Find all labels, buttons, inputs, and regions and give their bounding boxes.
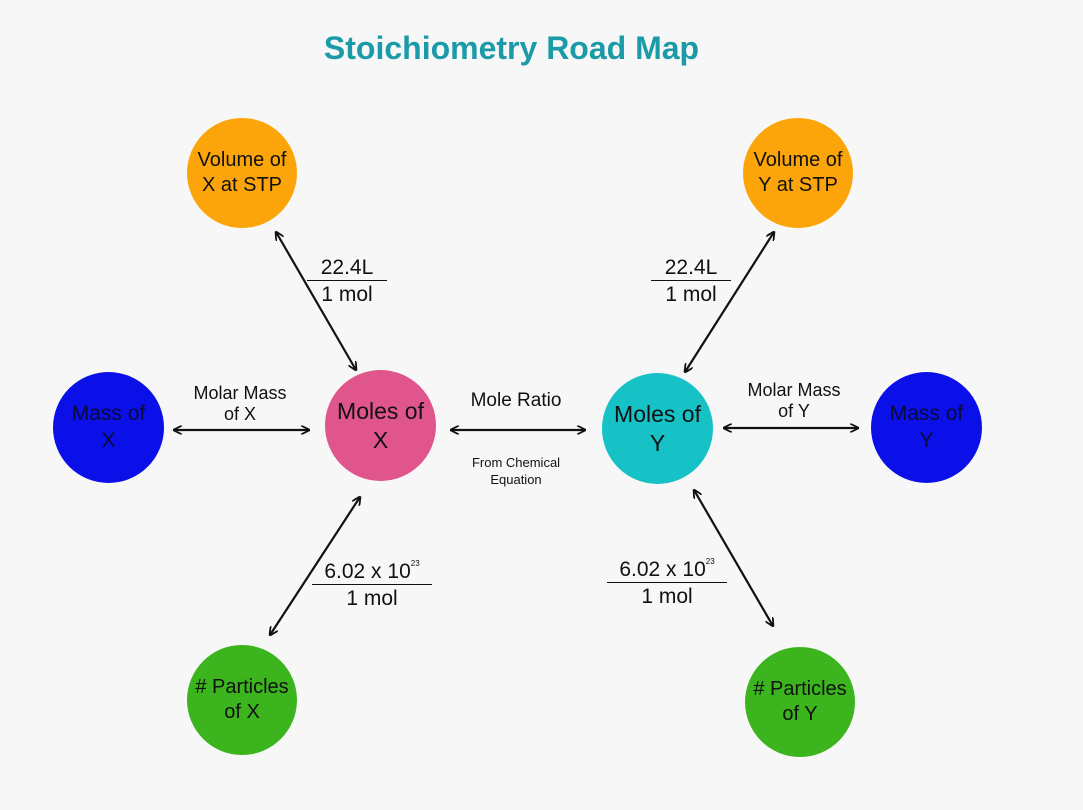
node-particles-x-label: # Particles of X xyxy=(195,676,289,723)
conversion-particles-y: 6.02 x 1023 1 mol xyxy=(607,557,727,609)
node-mass-y-label: Mass of Y xyxy=(889,402,964,452)
node-particles-y-label: # Particles of Y xyxy=(753,678,847,725)
node-mass-y: Mass of Y xyxy=(871,372,982,483)
node-moles-y-label: Moles of Y xyxy=(614,400,701,456)
conversion-particles-x-numerator: 6.02 x 1023 xyxy=(312,559,432,586)
conversion-volume-y: 22.4L 1 mol xyxy=(651,256,731,306)
conversion-particles-x: 6.02 x 1023 1 mol xyxy=(312,559,432,611)
conversion-volume-y-numerator: 22.4L xyxy=(651,256,731,282)
arrow-volume-y xyxy=(685,232,774,372)
conversion-particles-x-denominator: 1 mol xyxy=(346,587,398,611)
node-mass-x: Mass of X xyxy=(53,372,164,483)
node-moles-x-label: Moles of X xyxy=(337,397,424,453)
conversion-particles-y-numerator: 6.02 x 1023 xyxy=(607,557,727,584)
conversion-volume-x-denominator: 1 mol xyxy=(321,283,373,307)
conversion-volume-x-numerator: 22.4L xyxy=(307,256,387,282)
arrow-particles-x xyxy=(270,497,360,635)
node-moles-x: Moles of X xyxy=(325,370,436,481)
node-volume-y-label: Volume of Y at STP xyxy=(753,149,843,196)
node-volume-y: Volume of Y at STP xyxy=(743,118,853,228)
conversion-particles-y-exponent: 23 xyxy=(705,557,715,566)
node-moles-y: Moles of Y xyxy=(602,373,713,484)
node-volume-x-label: Volume of X at STP xyxy=(197,149,287,196)
conversion-particles-y-denominator: 1 mol xyxy=(641,585,693,609)
mole-ratio-note: From Chemical Equation xyxy=(471,455,561,487)
conversion-volume-x: 22.4L 1 mol xyxy=(307,256,387,306)
arrow-particles-y xyxy=(694,490,773,626)
conversion-particles-x-exponent: 23 xyxy=(410,559,420,568)
conversion-volume-y-denominator: 1 mol xyxy=(665,283,717,307)
molar-mass-x-label: Molar Mass of X xyxy=(193,383,287,424)
node-particles-x: # Particles of X xyxy=(187,645,297,755)
node-mass-x-label: Mass of X xyxy=(71,402,146,452)
arrow-volume-x xyxy=(276,232,356,370)
node-volume-x: Volume of X at STP xyxy=(187,118,297,228)
page-title: Stoichiometry Road Map xyxy=(323,30,700,66)
conversion-particles-x-base: 6.02 x 10 xyxy=(324,560,411,583)
mole-ratio-label: Mole Ratio xyxy=(470,390,562,411)
molar-mass-y-label: Molar Mass of Y xyxy=(747,380,841,421)
conversion-particles-y-base: 6.02 x 10 xyxy=(619,558,706,581)
node-particles-y: # Particles of Y xyxy=(745,647,855,757)
